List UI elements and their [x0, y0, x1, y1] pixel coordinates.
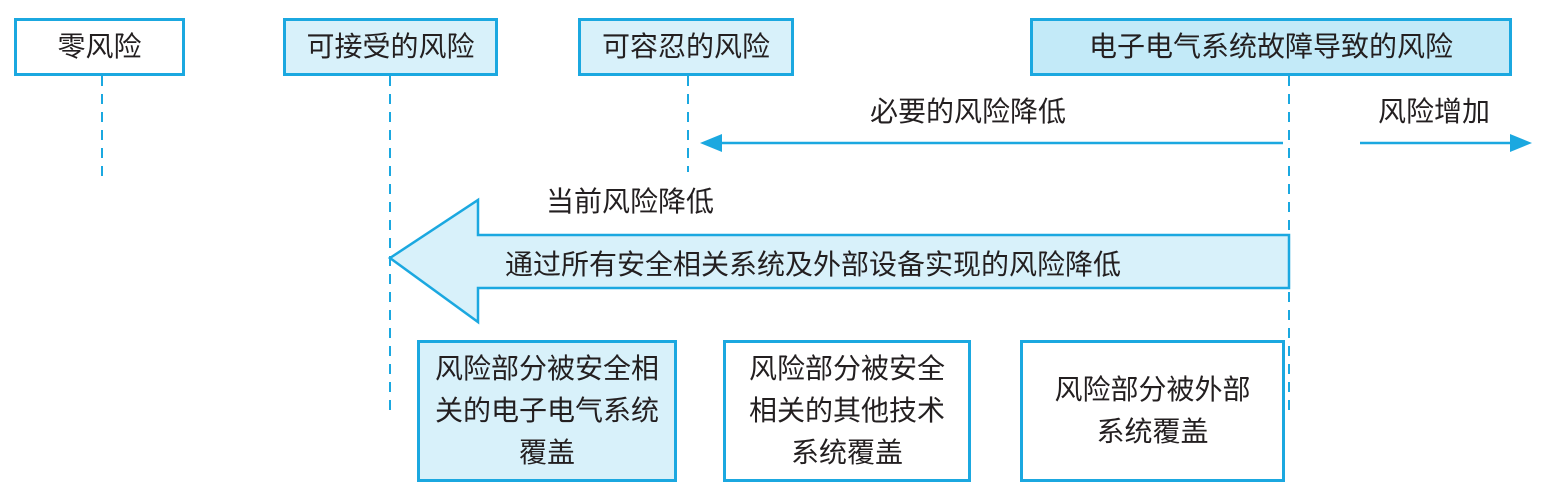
box-label: 风险部分被安全相关的电子电气系统覆盖	[434, 352, 659, 469]
box-zero-risk: 零风险	[14, 18, 185, 76]
box-label: 风险部分被安全相关的其他技术系统覆盖	[748, 352, 945, 469]
right-arrowhead-icon	[1510, 134, 1532, 152]
box-ee-failure-risk: 电子电气系统故障导致的风险	[1030, 18, 1512, 76]
box-label: 可接受的风险	[306, 30, 475, 63]
risk-increase-label: 风险增加	[1378, 95, 1491, 128]
box-tolerable-risk: 可容忍的风险	[578, 18, 794, 76]
left-arrowhead-icon	[700, 134, 722, 152]
box-ee-systems-coverage: 风险部分被安全相关的电子电气系统覆盖	[417, 340, 677, 482]
current-reduction-label: 当前风险降低	[546, 185, 715, 218]
necessary-reduction-label: 必要的风险降低	[870, 95, 1067, 128]
box-acceptable-risk: 可接受的风险	[283, 18, 498, 76]
big-left-arrow	[387, 197, 1291, 325]
box-external-coverage: 风险部分被外部系统覆盖	[1020, 340, 1285, 482]
box-other-tech-coverage: 风险部分被安全相关的其他技术系统覆盖	[723, 340, 971, 482]
box-label: 电子电气系统故障导致的风险	[1088, 30, 1453, 63]
box-label: 零风险	[57, 30, 142, 63]
big-arrow-label: 通过所有安全相关系统及外部设备实现的风险降低	[505, 248, 1122, 281]
box-label: 风险部分被外部系统覆盖	[1054, 373, 1251, 448]
box-label: 可容忍的风险	[601, 30, 770, 63]
